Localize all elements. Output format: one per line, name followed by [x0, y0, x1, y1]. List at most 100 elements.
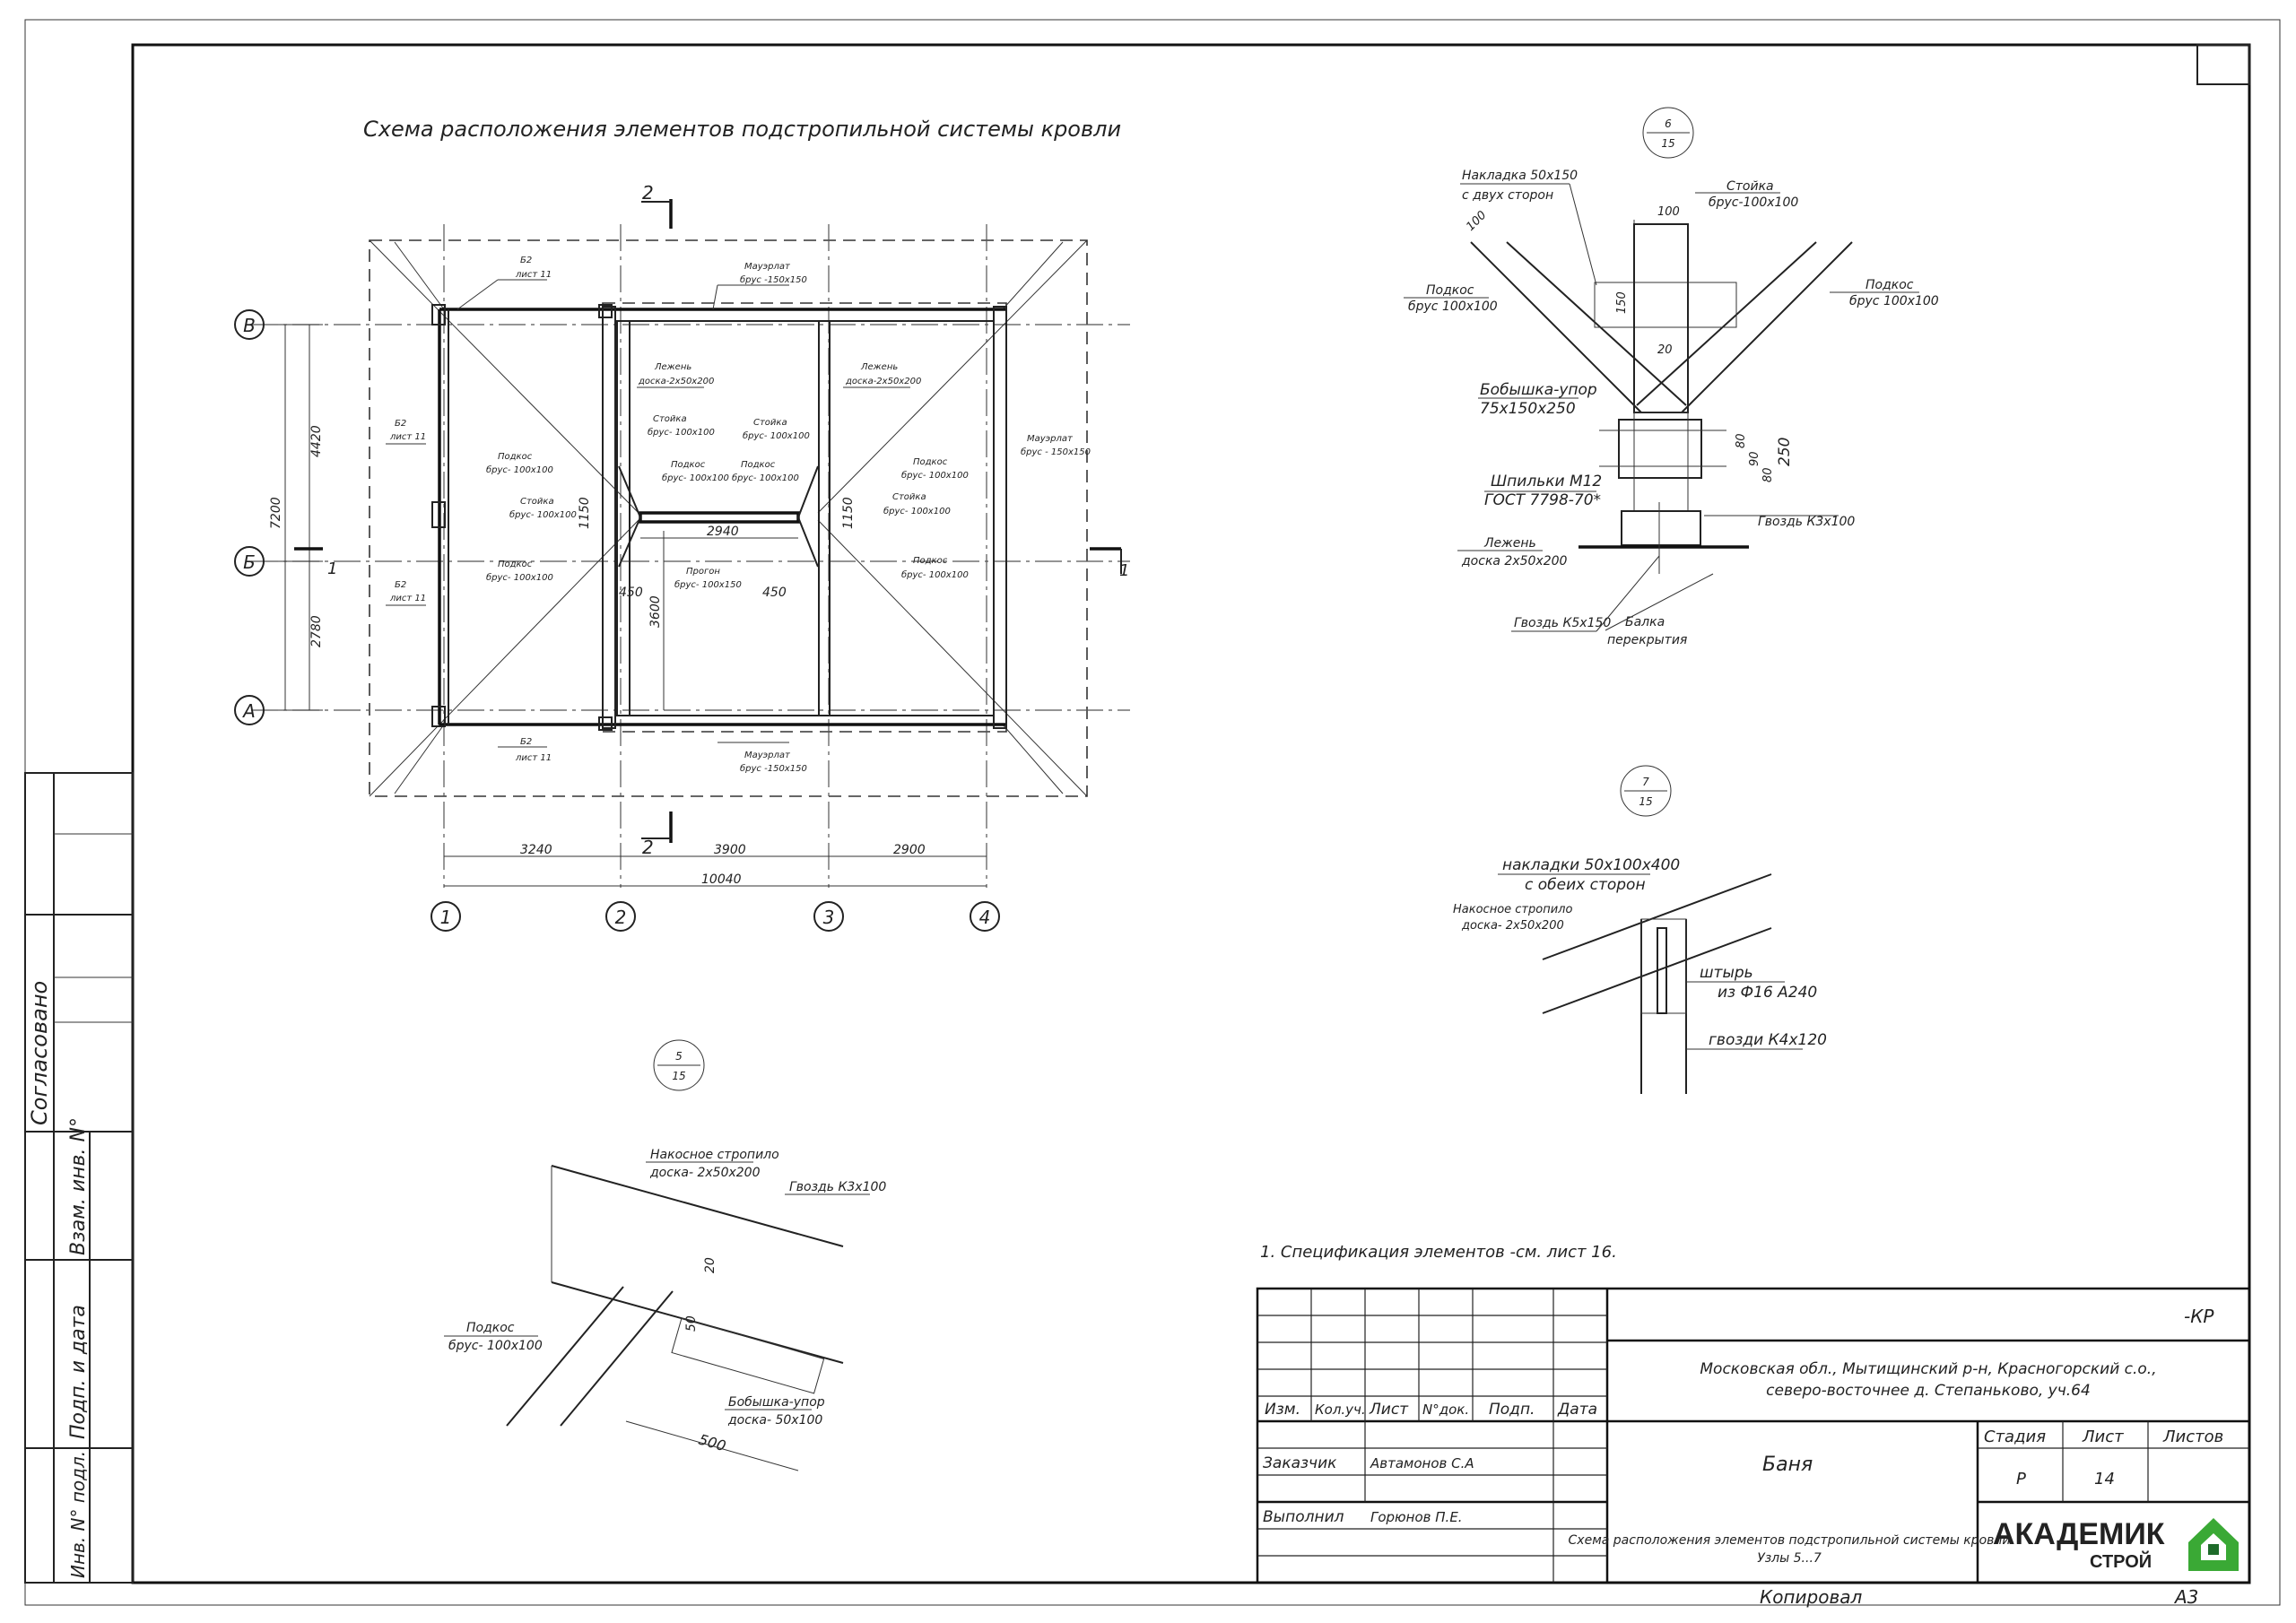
svg-text:доска- 2х50х200: доска- 2х50х200 — [1461, 919, 1564, 933]
svg-text:6: 6 — [1665, 117, 1672, 130]
svg-text:лист 11: лист 11 — [515, 753, 552, 763]
svg-text:Прогон: Прогон — [686, 567, 720, 577]
nakladka — [1594, 282, 1737, 328]
address-line2: северо-восточнее д. Степаньково, уч.64 — [1766, 1382, 2091, 1400]
title-block: -КР Московская обл., Мытищинский р-н, Кр… — [1256, 1287, 2251, 1608]
svg-text:Шпильки М12: Шпильки М12 — [1491, 473, 1602, 490]
svg-text:лист 11: лист 11 — [515, 270, 552, 280]
svg-text:перекрытия: перекрытия — [1607, 633, 1687, 647]
svg-text:90: 90 — [1748, 451, 1761, 466]
svg-text:80: 80 — [1761, 467, 1775, 482]
svg-text:доска- 2х50х200: доска- 2х50х200 — [649, 1166, 761, 1180]
svg-text:Гвоздь К3х100: Гвоздь К3х100 — [789, 1180, 886, 1194]
svg-text:Мауэрлат: Мауэрлат — [744, 751, 791, 760]
svg-text:брус -150х150: брус -150х150 — [740, 763, 807, 774]
svg-text:Стойка: Стойка — [653, 414, 687, 424]
svg-text:Накосное стропило: Накосное стропило — [650, 1148, 779, 1162]
lezhen-block — [1621, 510, 1701, 546]
spec-note: 1. Спецификация элементов -см. лист 16. — [1260, 1243, 1617, 1262]
bobyshka — [1618, 419, 1702, 479]
svg-text:доска-2х50х200: доска-2х50х200 — [638, 377, 714, 386]
axis-label-4: 4 — [979, 907, 991, 928]
svg-text:5: 5 — [675, 1050, 683, 1063]
axis-label-1: 1 — [440, 907, 452, 928]
svg-text:брус- 100х100: брус- 100х100 — [648, 427, 715, 438]
axis-bubble-1 — [430, 901, 461, 932]
axis-bubble-4 — [970, 901, 1000, 932]
svg-text:Стойка: Стойка — [520, 497, 554, 507]
dim-2780: 2780 — [309, 615, 324, 647]
svg-text:Лежень: Лежень — [1483, 536, 1536, 551]
svg-text:брус- 100х100: брус- 100х100 — [486, 464, 553, 475]
dim-4420: 4420 — [309, 425, 324, 457]
svg-text:Стойка: Стойка — [1726, 179, 1774, 194]
soglasovano-label: Согласовано — [27, 981, 52, 1125]
section-2-bottom: 2 — [642, 837, 654, 858]
svg-text:брус- 100х100: брус- 100х100 — [448, 1339, 543, 1353]
svg-text:брус 100х100: брус 100х100 — [1849, 294, 1939, 308]
dim-10040: 10040 — [701, 872, 742, 887]
svg-text:Бобышка-упор: Бобышка-упор — [728, 1395, 825, 1410]
svg-text:Б2: Б2 — [395, 580, 406, 590]
progon — [639, 511, 800, 524]
plan-title: Схема расположения элементов подстропиль… — [363, 117, 1121, 142]
axis-label-2: 2 — [615, 907, 627, 928]
svg-text:доска 2х50х200: доска 2х50х200 — [1461, 554, 1568, 568]
svg-text:Подкос: Подкос — [913, 556, 948, 566]
svg-text:Подкос: Подкос — [741, 460, 776, 470]
side-stamp: Согласовано Взам. инв. N° Подп. и дата И… — [24, 772, 134, 1584]
dim-3900: 3900 — [714, 843, 746, 857]
svg-text:лист 11: лист 11 — [389, 432, 426, 442]
svg-text:20: 20 — [703, 1257, 718, 1273]
role-customer: Заказчик — [1263, 1454, 1337, 1472]
svg-text:гвозди К4х120: гвозди К4х120 — [1709, 1031, 1827, 1049]
svg-text:штырь: штырь — [1700, 964, 1753, 982]
svg-text:15: 15 — [672, 1070, 685, 1082]
dim-3600: 3600 — [648, 595, 663, 628]
axis-label-a: А — [241, 700, 256, 722]
svg-text:накладки 50х100х400: накладки 50х100х400 — [1502, 856, 1680, 874]
axis-bubble-v — [234, 309, 265, 340]
lezhen-middle — [818, 320, 831, 716]
dim-1150-right: 1150 — [841, 497, 856, 529]
svg-text:Подкос: Подкос — [498, 560, 533, 569]
plan-labels: Б2 лист 11 Б2 лист 11 Б2 лист 11 Б2 лист… — [386, 256, 1091, 774]
customer-name: Автамонов С.А — [1370, 1455, 1474, 1471]
podp-data-label: Подп. и дата — [67, 1305, 90, 1439]
node-7-detail: 7 15 накладки 50х100х400 с обеих сторон … — [1453, 765, 1827, 1094]
section-1-left: 1 — [327, 560, 337, 578]
inv-podl-label: Инв. N° подл. — [67, 1451, 89, 1578]
axis-bubble-a — [234, 695, 265, 725]
svg-text:Бобышка-упор: Бобышка-упор — [1480, 381, 1597, 399]
akademik-stroy-logo: АКАДЕМИК СТРОЙ — [1993, 1517, 2239, 1572]
dim-2900: 2900 — [893, 843, 926, 857]
svg-text:брус -150х150: брус -150х150 — [740, 274, 807, 285]
hip-rafter — [369, 519, 639, 797]
svg-text:Кол.уч.: Кол.уч. — [1315, 1402, 1366, 1418]
svg-text:7: 7 — [1642, 776, 1649, 788]
hip-rafter — [369, 239, 639, 514]
svg-text:Подкос: Подкос — [671, 460, 706, 470]
sheet-value: 14 — [2094, 1470, 2115, 1488]
svg-text:50: 50 — [684, 1315, 699, 1332]
copied-label: Копировал — [1760, 1586, 1862, 1608]
svg-text:АКАДЕМИК: АКАДЕМИК — [1993, 1517, 2165, 1551]
svg-text:брус- 100х100: брус- 100х100 — [486, 572, 553, 583]
performer-name: Горюнов П.Е. — [1370, 1509, 1463, 1525]
svg-text:Подкос: Подкос — [466, 1321, 515, 1335]
dim-450-right: 450 — [762, 586, 787, 600]
svg-text:Лист: Лист — [1369, 1401, 1409, 1419]
svg-text:Гвоздь К5х150: Гвоздь К5х150 — [1514, 616, 1611, 630]
svg-text:Подкос: Подкос — [1426, 283, 1474, 298]
project-code: -КР — [2184, 1306, 2214, 1327]
format-label: А3 — [2173, 1586, 2198, 1608]
corner-box — [2196, 44, 2250, 85]
svg-text:Изм.: Изм. — [1265, 1401, 1300, 1419]
svg-text:СТРОЙ: СТРОЙ — [2090, 1550, 2152, 1572]
svg-text:с двух сторон: с двух сторон — [1462, 188, 1553, 203]
svg-text:100: 100 — [1464, 209, 1489, 234]
svg-text:Подкос: Подкос — [498, 452, 533, 462]
svg-text:Лежень: Лежень — [860, 362, 898, 372]
axis-bubble-b — [234, 546, 265, 577]
